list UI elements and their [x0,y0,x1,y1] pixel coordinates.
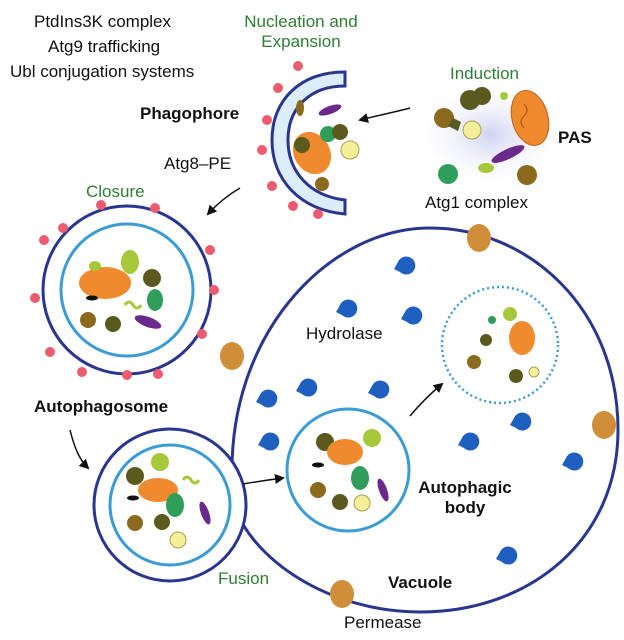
autophagic-line2: body [444,497,486,517]
degrading-body [440,285,560,405]
atg8pe-label: Atg8–PE [164,154,232,173]
vacuole-label: Vacuole [388,573,453,592]
arrow-icon [69,107,444,485]
nucleation-label: Nucleation and Expansion [236,12,366,51]
hydrolase-label: Hydrolase [306,324,383,343]
cargo [79,87,550,549]
atg1-label: Atg1 complex [425,193,528,212]
nucleation-line2: Expansion [261,31,341,51]
ubl-label: Ubl conjugation systems [10,62,195,81]
atg9-label: Atg9 trafficking [48,37,161,56]
autophagic-line1: Autophagic [418,478,512,497]
pas-label: PAS [558,128,592,147]
closure-label: Closure [86,182,145,201]
permease-label: Permease [344,613,422,632]
phagophore-label: Phagophore [140,104,240,123]
autophagosome-label: Autophagosome [34,397,169,416]
vacuole [230,226,620,614]
autophagic-body-label: Autophagic body [410,478,520,517]
autophagic-body [285,407,411,533]
permease-icon [220,224,616,608]
induction-label: Induction [450,64,519,83]
atg8-dots [30,61,323,380]
ptdins3k-label: PtdIns3K complex [34,12,172,31]
fusion-label: Fusion [218,569,270,588]
phagophore [270,70,347,216]
hydrolase-icon [256,256,584,565]
nucleation-line1: Nucleation and [244,12,358,31]
